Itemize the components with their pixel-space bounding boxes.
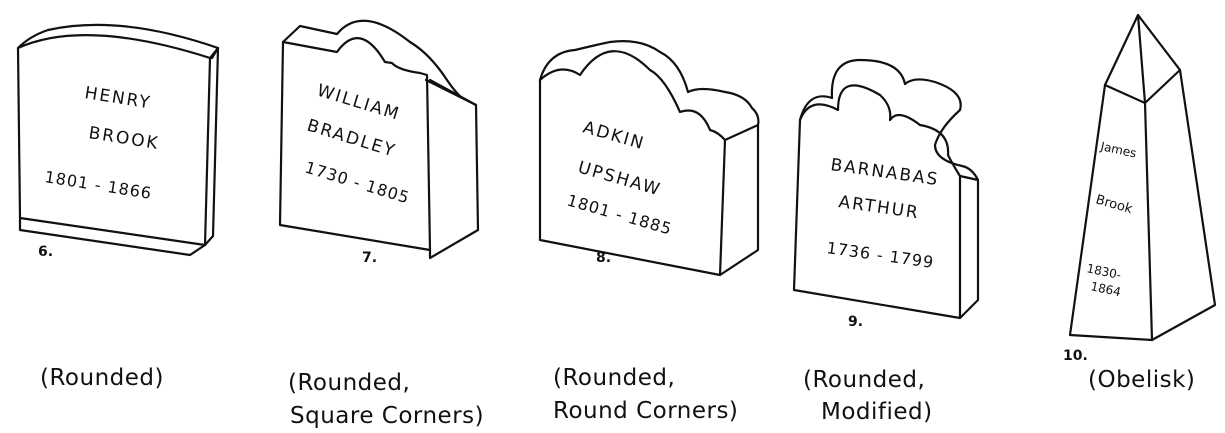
caption-9-line1: (Rounded,: [803, 367, 925, 393]
tombstone-7-side: [430, 80, 478, 258]
tombstone-10-dates-line1: 1830-: [1085, 261, 1122, 282]
tombstone-8-name-line2: UPSHAW: [576, 158, 664, 201]
tombstone-6-dates: 1801 - 1866: [43, 167, 153, 203]
tombstone-6-number: 6.: [38, 244, 53, 260]
captions: (Rounded) (Rounded, Square Corners) (Rou…: [40, 365, 1195, 429]
tombstone-8-outline: [540, 51, 725, 275]
tombstone-7-name-line1: WILLIAM: [315, 81, 403, 125]
tombstone-9-name-line1: BARNABAS: [829, 155, 940, 190]
tombstone-10-name-line1: James: [1098, 139, 1137, 160]
tombstone-9: BARNABAS ARTHUR 1736 - 1799 9.: [794, 60, 978, 330]
tombstone-6-name-line2: BROOK: [87, 123, 161, 154]
tombstone-8: ADKIN UPSHAW 1801 - 1885 8.: [540, 41, 758, 275]
tombstone-10-dates-line2: 1864: [1089, 279, 1122, 299]
tombstone-7-name-line2: BRADLEY: [305, 116, 399, 162]
tombstone-10: James Brook 1830- 1864 10.: [1063, 15, 1215, 364]
tombstone-8-depth: [540, 41, 758, 140]
tombstone-6: HENRY BROOK 1801 - 1866 6.: [18, 25, 218, 260]
caption-9-line2: Modified): [821, 399, 933, 425]
caption-7-line2: Square Corners): [290, 403, 484, 429]
tombstone-8-number: 8.: [596, 250, 611, 266]
tombstone-10-name-line2: Brook: [1094, 192, 1135, 217]
tombstone-9-name-line2: ARTHUR: [837, 192, 921, 223]
tombstone-10-number: 10.: [1063, 348, 1088, 364]
tombstone-9-side: [960, 180, 978, 318]
tombstone-6-name-line1: HENRY: [83, 83, 153, 113]
tombstone-9-number: 9.: [848, 314, 863, 330]
caption-8-line1: (Rounded,: [553, 365, 675, 391]
caption-8-line2: Round Corners): [553, 398, 738, 424]
tombstone-7-dates: 1730 - 1805: [303, 158, 412, 208]
tombstone-9-dates: 1736 - 1799: [825, 238, 935, 272]
caption-10-line1: (Obelisk): [1088, 367, 1195, 393]
caption-6-line1: (Rounded): [40, 365, 164, 391]
tombstone-7-number: 7.: [362, 250, 377, 266]
tombstone-7-depth: [283, 21, 476, 105]
tombstone-7: WILLIAM BRADLEY 1730 - 1805 7.: [280, 21, 478, 266]
caption-7-line1: (Rounded,: [288, 370, 410, 396]
tombstone-8-name-line1: ADKIN: [581, 118, 648, 155]
